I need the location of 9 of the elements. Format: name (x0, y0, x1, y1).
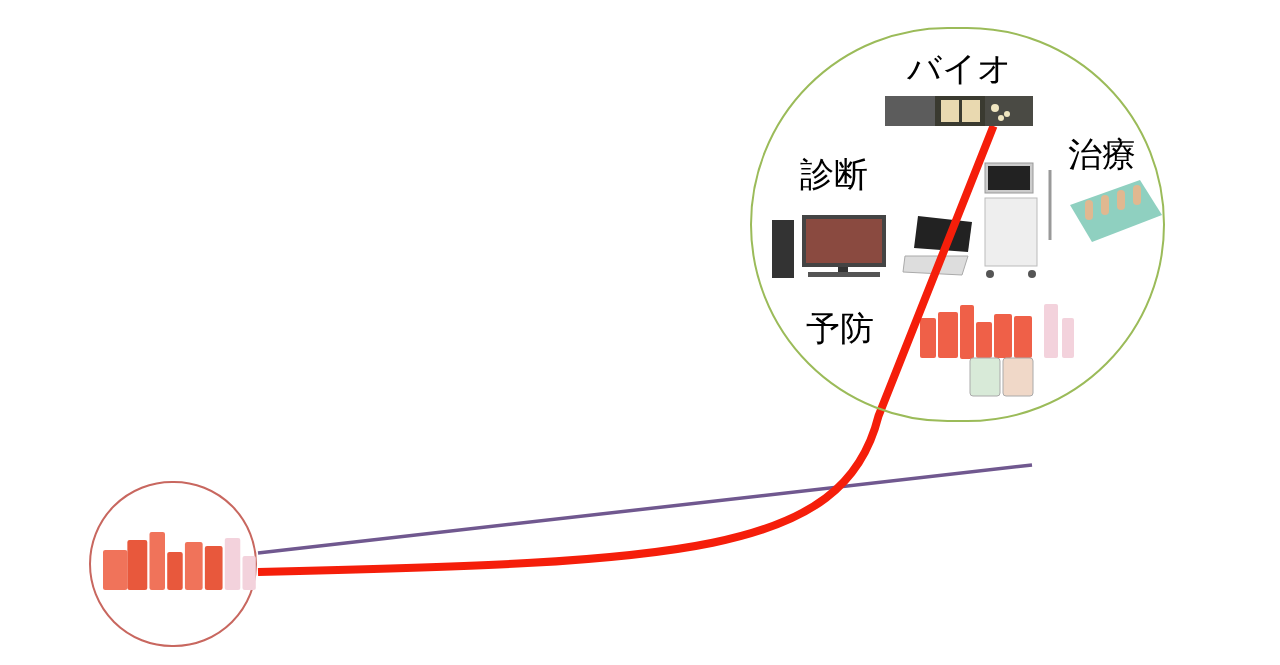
category-label: 予防 (806, 307, 874, 350)
category-label: 治療 (1068, 133, 1136, 176)
category-label: バイオ (906, 47, 1012, 90)
circle-outline (89, 481, 257, 647)
cosmetics-products-picture (103, 532, 258, 592)
connector-line (257, 463, 1033, 555)
category-label: 診断 (800, 153, 868, 196)
circle-outline (750, 27, 1165, 422)
connector-line (257, 124, 998, 576)
